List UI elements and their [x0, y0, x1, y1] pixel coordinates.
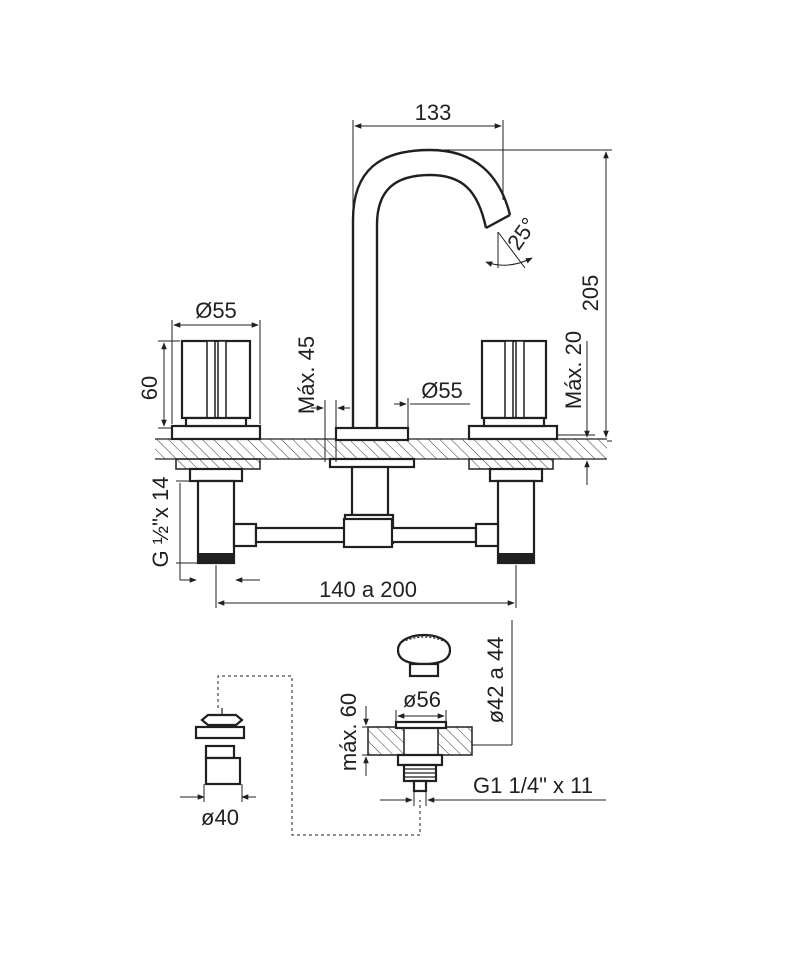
- dim-lift-rod: ø40: [180, 784, 256, 830]
- dim-drain-thread: G1 1/4" x 11: [380, 773, 606, 806]
- label-spout-reach: 133: [415, 100, 452, 125]
- left-handle: [170, 339, 262, 565]
- dim-thread: G ½"x 14: [148, 477, 260, 583]
- dim-drain-flange: ø56: [395, 687, 447, 722]
- label-handle-diameter: Ø55: [195, 298, 237, 323]
- dim-handle-diameter: Ø55: [171, 298, 261, 424]
- dim-handle-height: 60: [137, 340, 180, 429]
- dim-total-height: 205: [430, 149, 612, 442]
- dim-max-deck-spout: Máx. 45: [294, 336, 350, 462]
- lift-rod-knob: [194, 708, 246, 786]
- label-drain-thread: G1 1/4" x 11: [473, 773, 593, 798]
- label-thread: G ½"x 14: [148, 477, 173, 568]
- label-spout-base: Ø55: [421, 378, 463, 403]
- right-handle: [467, 339, 559, 565]
- dim-drain-range: ø42 a 44: [472, 620, 513, 746]
- dim-drain-thickness: máx. 60: [336, 693, 372, 776]
- linkage-path: [217, 675, 421, 836]
- dim-spout-reach: 133: [352, 100, 504, 210]
- label-center-spread: 140 a 200: [319, 577, 417, 602]
- label-lift-rod: ø40: [201, 805, 239, 830]
- label-spout-angle: 25°: [502, 213, 542, 255]
- dim-max-deck-handles: Máx. 20: [556, 331, 595, 485]
- deck-section: [155, 438, 607, 460]
- label-max-deck-spout: Máx. 45: [294, 336, 319, 414]
- dim-spout-base: Ø55: [394, 378, 470, 428]
- dim-center-spread: 140 a 200: [215, 565, 517, 608]
- drain-body: [367, 720, 473, 793]
- crossover-pipe: [232, 517, 500, 549]
- label-max-deck-handles: Máx. 20: [561, 331, 586, 409]
- label-total-height: 205: [578, 275, 603, 312]
- label-handle-height: 60: [137, 376, 162, 400]
- drain-cap-detail: [396, 633, 452, 678]
- label-drain-thickness: máx. 60: [336, 693, 361, 771]
- label-drain-range: ø42 a 44: [483, 637, 508, 724]
- label-drain-flange: ø56: [403, 687, 441, 712]
- dim-spout-angle: 25°: [485, 213, 542, 269]
